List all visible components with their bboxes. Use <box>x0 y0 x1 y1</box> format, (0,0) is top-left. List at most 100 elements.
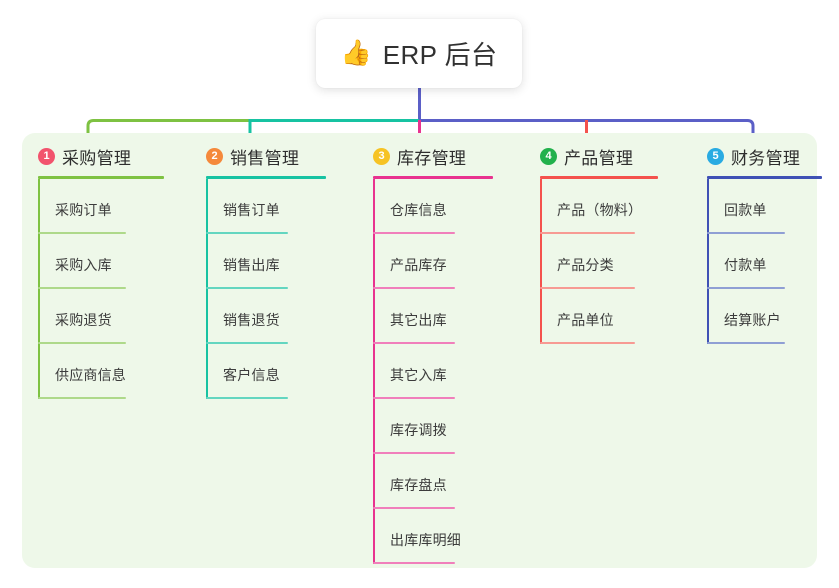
column-header-rule <box>206 176 326 179</box>
tree-item[interactable]: 付款单 <box>691 234 831 289</box>
column-title: 库存管理 <box>397 148 467 168</box>
column-number-badge: 5 <box>707 147 724 165</box>
thumbs-up-icon: 👍 <box>340 39 372 67</box>
column-title: 销售管理 <box>230 148 300 168</box>
tree-item-rule <box>206 287 288 289</box>
tree-item-label: 采购退货 <box>55 312 112 328</box>
tree-item-rule <box>707 232 785 234</box>
tree-item[interactable]: 采购订单 <box>22 179 174 234</box>
column-header-rule <box>707 176 822 179</box>
tree-item-rule <box>540 232 635 234</box>
tree-item[interactable]: 销售出库 <box>190 234 342 289</box>
tree-item-label: 产品单位 <box>557 312 614 328</box>
tree-item-rule <box>206 232 288 234</box>
tree-item-rule <box>540 342 635 344</box>
tree-item-rule <box>373 232 455 234</box>
tree-item-label: 产品（物料） <box>557 202 643 218</box>
tree-item[interactable]: 其它出库 <box>357 289 509 344</box>
column-4: 4 产品管理产品（物料） 产品分类产品单位 <box>524 143 676 344</box>
root-title: ERP 后台 <box>382 40 498 70</box>
diagram-panel <box>22 133 817 568</box>
tree-item[interactable]: 供应商信息 <box>22 344 174 399</box>
tree-item-label: 其它出库 <box>390 312 447 328</box>
column-header-rule <box>373 176 493 179</box>
tree-item[interactable]: 库存调拨 <box>357 399 509 454</box>
column-1: 1 采购管理采购订单采购入库采购退货供应商信息 <box>22 143 174 399</box>
column-2: 2 销售管理销售订单销售出库销售退货客户信息 <box>190 143 342 399</box>
tree-item-label: 库存调拨 <box>390 422 447 438</box>
tree-item-label: 其它入库 <box>390 367 447 383</box>
column-header[interactable]: 3 库存管理 <box>357 143 509 169</box>
tree-item-rule <box>540 287 635 289</box>
tree-item[interactable]: 产品分类 <box>524 234 676 289</box>
tree-item-label: 库存盘点 <box>390 477 447 493</box>
column-stem <box>540 179 542 344</box>
column-5: 5 财务管理回款单付款单结算账户 <box>691 143 831 344</box>
tree-item-rule <box>707 287 785 289</box>
tree-item-rule <box>373 287 455 289</box>
tree-item[interactable]: 客户信息 <box>190 344 342 399</box>
column-number-badge: 1 <box>38 147 55 165</box>
tree-item[interactable]: 产品（物料） <box>524 179 676 234</box>
column-title: 财务管理 <box>731 148 801 168</box>
root-title-card[interactable]: 👍 ERP 后台 <box>316 19 522 88</box>
tree-item-rule <box>373 507 455 509</box>
tree-item[interactable]: 产品库存 <box>357 234 509 289</box>
tree-item-rule <box>373 452 455 454</box>
tree-item-rule <box>707 342 785 344</box>
tree-item[interactable]: 产品单位 <box>524 289 676 344</box>
column-3: 3 库存管理仓库信息产品库存其它出库其它入库库存调拨库存盘点出库库明细 <box>357 143 509 564</box>
tree-item[interactable]: 采购退货 <box>22 289 174 344</box>
tree-item-label: 销售出库 <box>223 257 280 273</box>
column-title: 采购管理 <box>62 148 132 168</box>
column-stem <box>38 179 40 399</box>
tree-item-rule <box>38 397 126 399</box>
column-items: 仓库信息产品库存其它出库其它入库库存调拨库存盘点出库库明细 <box>357 179 509 564</box>
column-stem <box>707 179 709 344</box>
tree-item[interactable]: 采购入库 <box>22 234 174 289</box>
tree-item-rule <box>373 397 455 399</box>
tree-item-rule <box>373 342 455 344</box>
tree-item-label: 产品库存 <box>390 257 447 273</box>
tree-item[interactable]: 其它入库 <box>357 344 509 399</box>
tree-item-rule <box>206 397 288 399</box>
tree-item-rule <box>206 342 288 344</box>
tree-item-label: 回款单 <box>724 202 767 218</box>
tree-item[interactable]: 销售退货 <box>190 289 342 344</box>
tree-item-rule <box>38 287 126 289</box>
tree-item-label: 供应商信息 <box>55 367 126 383</box>
tree-item-label: 采购订单 <box>55 202 112 218</box>
tree-item-label: 销售退货 <box>223 312 280 328</box>
column-items: 销售订单销售出库销售退货客户信息 <box>190 179 342 399</box>
column-header[interactable]: 2 销售管理 <box>190 143 342 169</box>
tree-item-label: 产品分类 <box>557 257 614 273</box>
tree-item-rule <box>373 562 455 564</box>
tree-item-label: 出库库明细 <box>390 532 461 548</box>
column-items: 回款单付款单结算账户 <box>691 179 831 344</box>
column-items: 产品（物料） 产品分类产品单位 <box>524 179 676 344</box>
column-header[interactable]: 5 财务管理 <box>691 143 831 169</box>
column-header[interactable]: 4 产品管理 <box>524 143 676 169</box>
column-stem <box>373 179 375 564</box>
tree-item-rule <box>38 232 126 234</box>
tree-item[interactable]: 结算账户 <box>691 289 831 344</box>
tree-item-label: 销售订单 <box>223 202 280 218</box>
column-header[interactable]: 1 采购管理 <box>22 143 174 169</box>
column-stem <box>206 179 208 399</box>
tree-item[interactable]: 销售订单 <box>190 179 342 234</box>
column-number-badge: 3 <box>373 147 390 165</box>
column-header-rule <box>540 176 658 179</box>
tree-item-label: 仓库信息 <box>390 202 447 218</box>
tree-item-label: 付款单 <box>724 257 767 273</box>
tree-item[interactable]: 库存盘点 <box>357 454 509 509</box>
tree-item[interactable]: 出库库明细 <box>357 509 509 564</box>
column-title: 产品管理 <box>564 148 634 168</box>
column-number-badge: 4 <box>540 147 557 165</box>
tree-item[interactable]: 仓库信息 <box>357 179 509 234</box>
tree-item-label: 客户信息 <box>223 367 280 383</box>
column-items: 采购订单采购入库采购退货供应商信息 <box>22 179 174 399</box>
tree-item-rule <box>38 342 126 344</box>
column-number-badge: 2 <box>206 147 223 165</box>
tree-item[interactable]: 回款单 <box>691 179 831 234</box>
tree-item-label: 采购入库 <box>55 257 112 273</box>
